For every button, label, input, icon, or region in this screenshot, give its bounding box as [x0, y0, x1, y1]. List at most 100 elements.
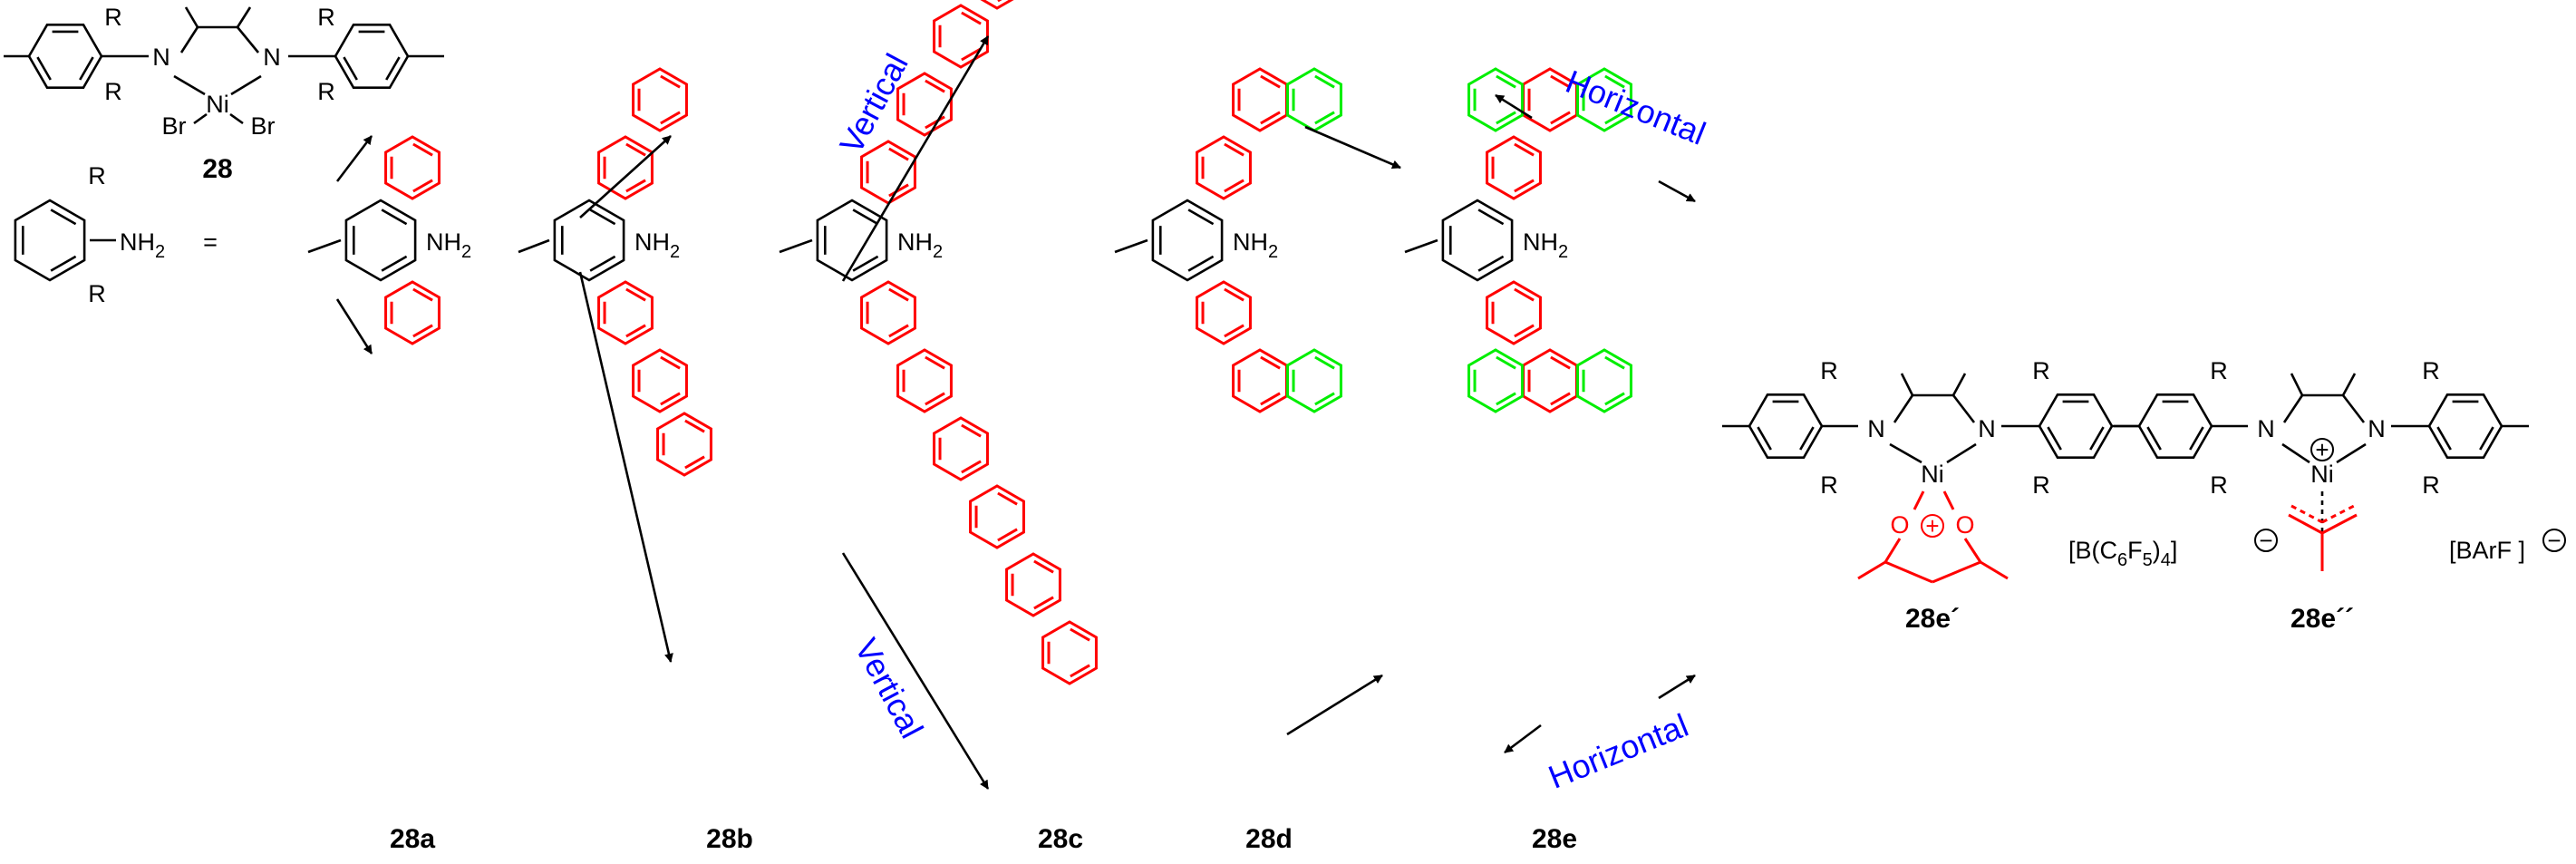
methyl-bond [1900, 373, 1914, 396]
naphthyl-fused-ring [1286, 348, 1342, 413]
phenyl-ring-double-bond [961, 47, 982, 62]
oxygen-atom: O [1955, 511, 1974, 539]
r-substituent: R [2210, 471, 2228, 499]
naphthyl-ring-double-bond [1260, 74, 1281, 89]
r-substituent: R [317, 4, 335, 31]
phenyl-ring [597, 135, 654, 200]
phenyl-ring [632, 67, 688, 132]
phenyl-ring-double-bond [412, 324, 433, 338]
naphthyl-ring-double-bond [1260, 392, 1281, 406]
growth-arrow [335, 298, 373, 354]
cation-charge-circle [1921, 514, 1944, 538]
phenyl-ring-double-bond [625, 324, 646, 338]
aryl-ring-left-double-bond [36, 56, 52, 81]
counterion-part: ) [2153, 537, 2161, 564]
compound-label-28e: 28e [1532, 824, 1577, 854]
anthryl-ring [1522, 348, 1578, 413]
anion-minus-sign: − [2547, 527, 2561, 554]
aniline-ring-double-bond [50, 209, 77, 226]
horizontal-direction-label: Horizontal [1543, 706, 1693, 796]
phenyl-ring-double-bond [888, 324, 909, 338]
ni-br-bond [229, 112, 244, 125]
coordination-bond [1889, 442, 1922, 464]
amine-subscript: 2 [670, 242, 680, 262]
phenyl-ring-double-bond [925, 392, 945, 406]
phenyl-ring [896, 72, 953, 137]
r-substituent: R [104, 78, 122, 105]
growth-arrow [1504, 723, 1542, 754]
anion-charge-circle [2542, 529, 2566, 552]
anthryl-fused-ring-double-bond [1604, 355, 1625, 370]
aryl-ring-right-double-bond [385, 56, 401, 81]
phenyl-ring [384, 135, 441, 200]
aryl-ring-right-double-bond [2479, 426, 2494, 451]
naphthyl-ring-double-bond [1260, 355, 1281, 370]
phenyl-ring-double-bond [660, 74, 681, 89]
acac-methyl [1980, 560, 2009, 580]
methyl-bond [2290, 373, 2304, 396]
phenyl-ring-double-bond [888, 147, 909, 161]
methyl-bond [184, 6, 199, 28]
anthryl-fused-ring-double-bond [1496, 392, 1516, 406]
ni-o-bond [1942, 490, 1955, 510]
aniline-core-ring [344, 199, 417, 282]
phenyl-ring-double-bond [684, 419, 705, 433]
phenyl-ring-double-bond [412, 179, 433, 193]
coordination-bond [2281, 442, 2310, 464]
phenyl-ring-double-bond [1514, 287, 1535, 302]
amine-label: NH2 [120, 228, 165, 262]
phenyl-ring-double-bond [660, 392, 681, 406]
phenyl-ring [860, 280, 916, 345]
compound-label-28: 28 [202, 154, 232, 184]
phenyl-ring-double-bond [412, 287, 433, 302]
amine-label: NH2 [426, 228, 471, 262]
ni-br-bond [193, 112, 208, 125]
phenyl-ring [597, 280, 654, 345]
anthryl-fused-ring-double-bond [1604, 392, 1625, 406]
compound-label-28a: 28a [390, 824, 435, 854]
phenyl-ring-double-bond [961, 423, 982, 438]
phenyl-ring-double-bond [1224, 142, 1244, 157]
anthryl-fused-ring-double-bond [1604, 74, 1625, 89]
coordination-bond [230, 74, 262, 96]
anthryl-fused-ring [1467, 348, 1524, 413]
counterion-part: [B(C [2068, 537, 2117, 564]
counterion-part: 6 [2117, 550, 2127, 570]
aniline-core-ring-double-bond [1477, 255, 1505, 272]
counterion-part: 5 [2143, 550, 2153, 570]
phenyl-ring-double-bond [925, 355, 945, 370]
acac-bond [1932, 560, 1981, 584]
amine-nh: NH [1523, 228, 1558, 256]
phenyl-ring [969, 484, 1025, 549]
growth-arrow [1658, 674, 1696, 700]
methyl-bond [2341, 373, 2357, 396]
r-substituent: R [1820, 357, 1838, 384]
aryl-ring-left [1748, 393, 1824, 459]
compound-label-28b: 28b [706, 824, 753, 854]
phenyl-ring-double-bond [625, 287, 646, 302]
nitrogen-atom: N [263, 44, 281, 71]
amine-nh: NH [426, 228, 461, 256]
anthryl-fused-ring [1467, 67, 1524, 132]
amine-subscript: 2 [933, 242, 943, 262]
amine-label: NH2 [897, 228, 943, 262]
coordination-bond [173, 74, 206, 96]
growth-arrow [578, 271, 673, 663]
nitrogen-atom: N [1867, 415, 1885, 442]
phenyl-ring-double-bond [1514, 179, 1535, 193]
aniline-core-ring-double-bond [381, 209, 408, 226]
anthryl-ring-double-bond [1550, 74, 1571, 89]
acac-methyl [1857, 560, 1886, 580]
methyl-bond [236, 6, 252, 28]
r-substituent: R [2422, 357, 2440, 384]
imine-bond [179, 26, 199, 53]
r-substituent: R [88, 162, 106, 189]
nitrogen-atom: N [2368, 415, 2386, 442]
anion-charge-circle [2254, 529, 2278, 552]
phenyl-ring [980, 0, 1014, 10]
nickel-atom: Ni [2310, 461, 2334, 488]
aryl-ring-left-double-bond [1757, 426, 1772, 451]
aryl-ring-left-double-bond [1799, 426, 1815, 451]
aryl-ring-left-double-bond [79, 56, 94, 81]
amine-nh: NH [634, 228, 670, 256]
